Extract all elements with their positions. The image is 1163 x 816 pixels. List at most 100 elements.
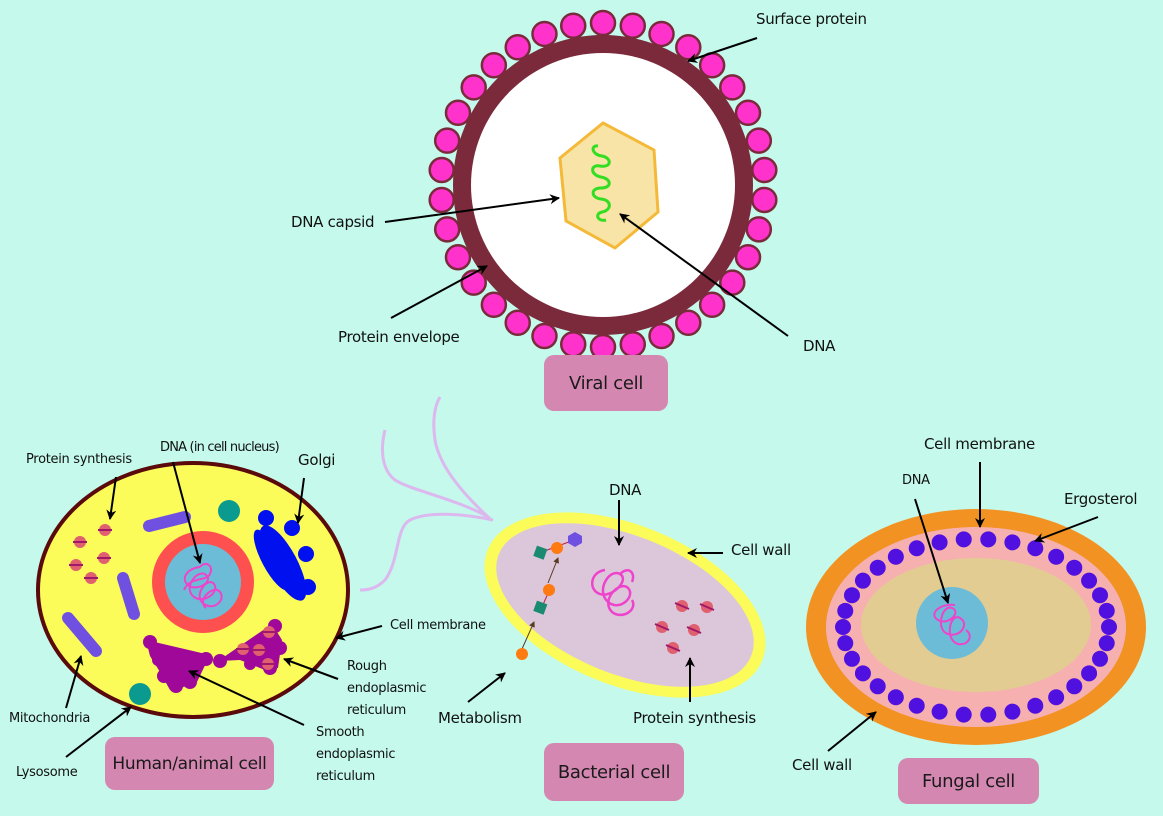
label-animal-dna: DNA (in cell nucleus) [160, 440, 280, 455]
ribosome [674, 600, 690, 612]
label-surface-protein: Surface protein [756, 10, 867, 28]
ergosterol [1092, 587, 1109, 604]
surface-protein [675, 309, 702, 336]
ribosome [665, 642, 681, 654]
arrow-viral-dna [619, 213, 789, 337]
ergosterol [869, 559, 886, 576]
label-animal-cell-membrane: Cell membrane [390, 618, 486, 633]
label-fungal-cell-wall: Cell wall [792, 756, 852, 774]
label-smooth-er: Smooth endoplasmic reticulum [316, 725, 396, 784]
label-fungal-cell-membrane: Cell membrane [924, 435, 1035, 453]
ergosterol [1048, 689, 1065, 706]
label-animal-protein-synthesis: Protein synthesis [26, 452, 132, 467]
viral-dna-strand [591, 144, 611, 222]
arrow-rough-er [283, 657, 339, 680]
ergosterol [980, 706, 997, 723]
ergosterol [837, 635, 854, 652]
arrow-ergosterol [1034, 516, 1099, 543]
ergosterol [1004, 703, 1021, 720]
arrow-protein-envelope [390, 265, 488, 319]
arrow-fungal-dna [914, 498, 951, 604]
ribosome [73, 536, 87, 548]
ergosterol [854, 572, 871, 589]
bacterial-cell-tag: Bacterial cell [544, 743, 684, 801]
ribosomes [69, 524, 276, 670]
ergosterol [843, 587, 860, 604]
metabolite [543, 584, 555, 596]
ribosome [97, 552, 111, 564]
surface-protein [433, 127, 461, 154]
ergosterol [908, 697, 925, 714]
lysosome [129, 683, 151, 705]
golgi-apparatus [253, 510, 316, 601]
ergosterol [931, 703, 948, 720]
surface-protein [648, 20, 675, 48]
ribosome [98, 524, 112, 536]
ergosterol [854, 665, 871, 682]
surface-protein [734, 243, 762, 271]
ergosterol [931, 534, 948, 551]
surface-protein [675, 34, 702, 61]
surface-protein [745, 127, 773, 154]
ergosterol [1048, 548, 1065, 565]
arrow-smooth-er [188, 670, 305, 726]
metabolite [516, 648, 528, 660]
surface-protein [619, 12, 647, 40]
ergosterol [1027, 697, 1044, 714]
viral-cell-tag: Viral cell [544, 355, 668, 411]
surface-protein [504, 34, 531, 61]
metabolism-arrow [547, 557, 559, 584]
ribosome [252, 644, 266, 656]
surface-protein [648, 322, 675, 350]
label-golgi: Golgi [298, 451, 336, 469]
label-metabolism: Metabolism [438, 709, 522, 727]
ergosterol [869, 678, 886, 695]
surface-protein [531, 322, 558, 350]
label-ergosterol: Ergosterol [1064, 490, 1138, 508]
ergosterol [1027, 540, 1044, 557]
ribosome [686, 624, 702, 636]
ribosomes [654, 600, 715, 654]
ergosterol [1098, 602, 1115, 619]
animal-cell [36, 461, 350, 719]
smooth-er [143, 635, 213, 693]
viral-cell [428, 9, 778, 361]
ergosterol-ring [835, 531, 1117, 723]
label-bacterial-protein-synthesis: Protein synthesis [633, 709, 756, 727]
surface-protein [734, 99, 762, 127]
ergosterol [980, 531, 997, 548]
ergosterol [1081, 665, 1098, 682]
surface-protein [719, 74, 746, 101]
surface-protein [559, 12, 587, 40]
ergosterol [1066, 559, 1083, 576]
ergosterol [1101, 619, 1117, 635]
arrow-animal-dna [172, 461, 203, 564]
label-dna-capsid: DNA capsid [291, 213, 375, 231]
surface-protein [480, 291, 508, 318]
ergosterol [837, 602, 854, 619]
arrow-metabolism [467, 672, 506, 703]
surface-protein [719, 269, 746, 296]
fungal-cell [806, 509, 1146, 745]
mitochondria [62, 511, 191, 657]
label-viral-dna: DNA [803, 337, 836, 355]
surface-protein [745, 216, 773, 243]
label-bacterial-cell-wall: Cell wall [731, 541, 791, 559]
label-mitochondria: Mitochondria [9, 711, 91, 726]
ergosterol [955, 706, 972, 723]
label-bacterial-dna: DNA [609, 481, 642, 499]
surface-protein [504, 309, 531, 336]
surface-protein [698, 52, 726, 79]
ergosterol [1004, 534, 1021, 551]
nucleus [165, 544, 241, 620]
fungal-dna [933, 603, 971, 646]
surface-protein [531, 20, 558, 48]
mitochondrion [117, 572, 140, 620]
label-fungal-dna: DNA [902, 473, 930, 488]
bacterial-dna [591, 568, 635, 617]
ribosome [262, 626, 276, 638]
ribosome [84, 572, 98, 584]
surface-protein [444, 99, 472, 127]
surface-protein [698, 291, 726, 318]
